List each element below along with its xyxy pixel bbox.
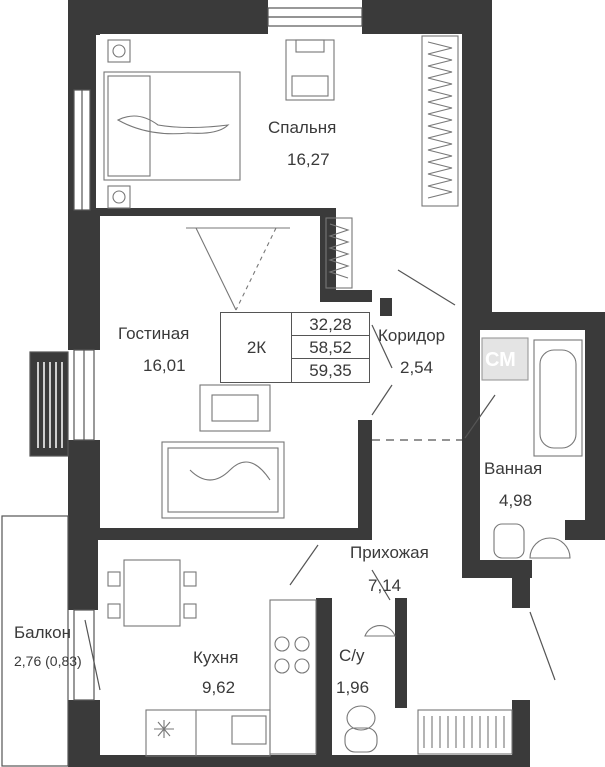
area-total-with-balcony: 59,35: [309, 361, 352, 380]
bathroom-fixtures: [417, 337, 583, 755]
room-area-wc: 1,96: [336, 678, 370, 697]
bed: [103, 39, 241, 209]
desk: [285, 39, 335, 101]
room-area-kitchen: 9,62: [202, 678, 236, 697]
area-summary: 32,28 58,52 59,35: [291, 312, 370, 383]
washer-mark: СМ: [485, 349, 516, 371]
apartment-type: 2К: [220, 312, 292, 383]
room-name-wc: С/у: [339, 646, 365, 665]
room-name-living: Гостиная: [118, 324, 190, 343]
wardrobe: [421, 35, 459, 207]
room-area-corridor: 2,54: [400, 358, 434, 377]
area-total: 58,52: [292, 336, 369, 359]
room-name-corridor: Коридор: [378, 326, 446, 345]
wc-fixtures: [344, 625, 396, 753]
entry-column: [380, 298, 392, 316]
room-name-balcony: Балкон: [14, 623, 72, 642]
room-area-bathroom: 4,98: [499, 491, 533, 510]
room-area-living: 16,01: [143, 356, 186, 375]
room-area-bedroom: 16,27: [287, 150, 330, 169]
windows: [73, 7, 363, 701]
room-name-bathroom: Ванная: [484, 459, 543, 478]
walls: [68, 0, 605, 767]
doors: [84, 269, 556, 691]
room-area-hall: 7,14: [368, 576, 402, 595]
kitchen-furniture: [107, 559, 317, 757]
room-name-kitchen: Кухня: [193, 648, 239, 667]
living-furniture: [161, 217, 353, 519]
balcony-outline: [1, 351, 69, 767]
room-name-bedroom: Спальня: [268, 118, 337, 137]
balcony-radiator: [37, 362, 63, 448]
room-area-balcony: 2,76 (0,83): [14, 653, 82, 669]
room-name-hall: Прихожая: [350, 543, 429, 562]
area-living: 32,28: [292, 313, 369, 336]
